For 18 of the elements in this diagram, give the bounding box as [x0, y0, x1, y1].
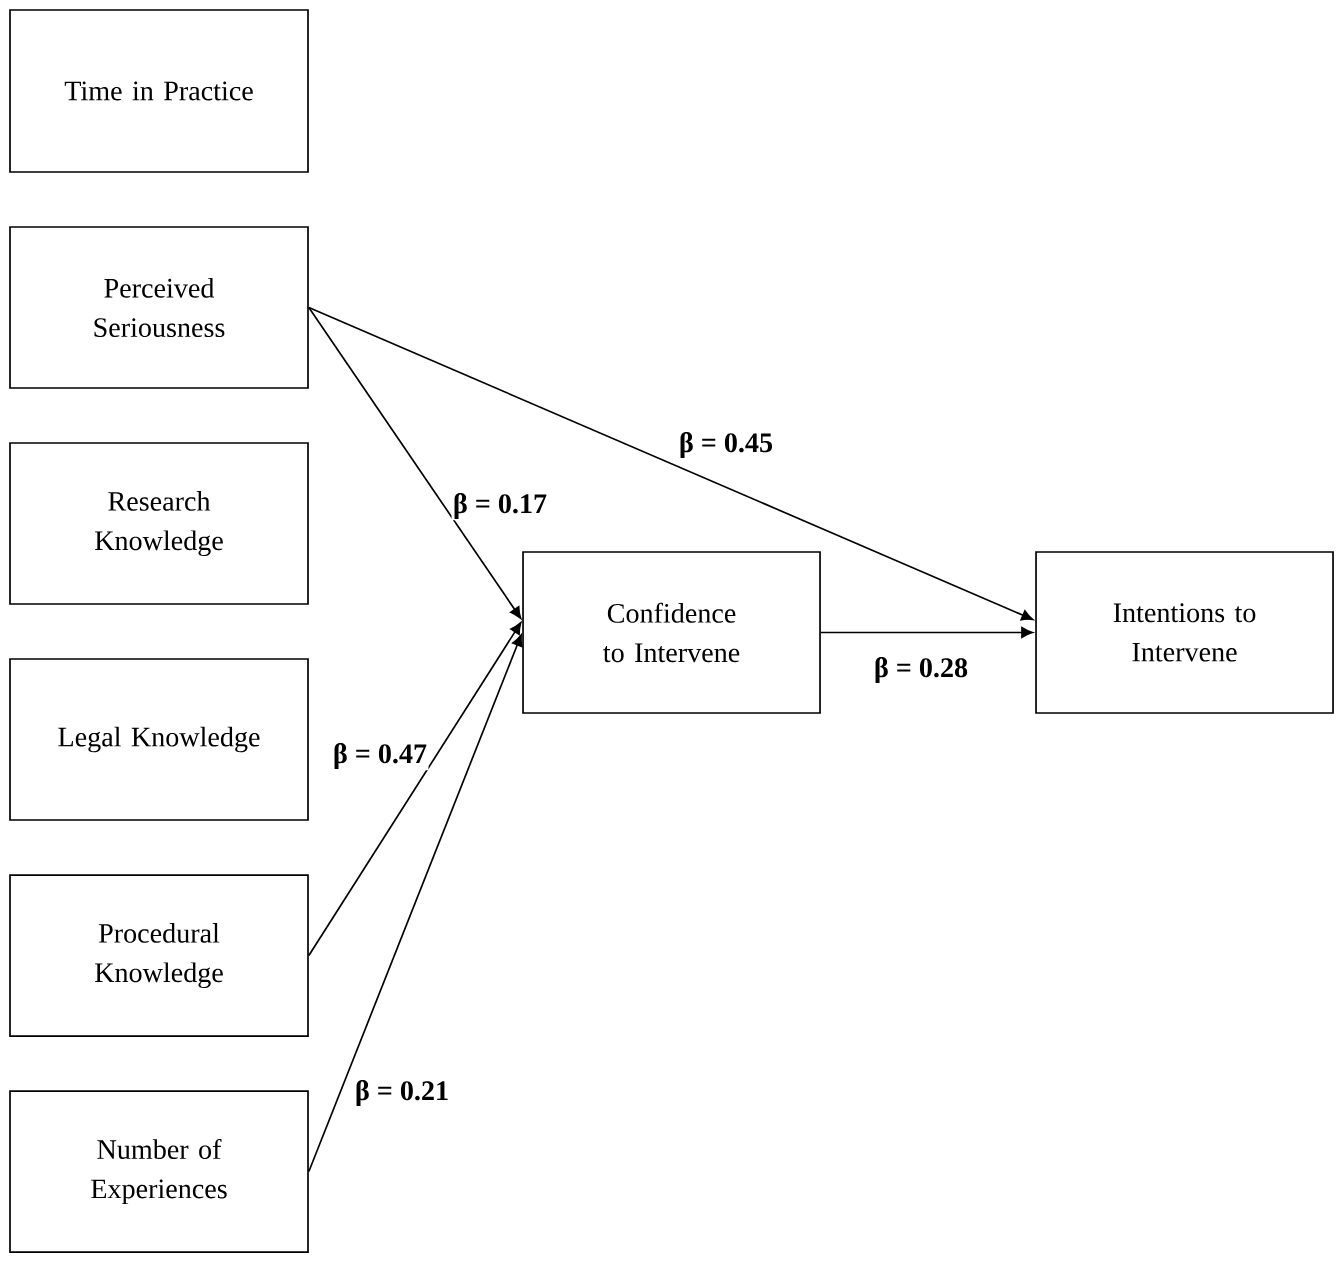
- arrow: [308, 622, 522, 957]
- edge-label: β = 0.21: [353, 1078, 451, 1108]
- variable-box: Confidence to Intervene: [522, 551, 821, 714]
- edge-label: β = 0.28: [872, 655, 970, 685]
- variable-box: Time in Practice: [9, 9, 309, 173]
- arrow: [820, 626, 1034, 639]
- edge-label: β = 0.17: [451, 491, 549, 521]
- variable-box: Legal Knowledge: [9, 658, 309, 821]
- variable-box: Intentions to Intervene: [1035, 551, 1334, 714]
- arrow: [308, 634, 523, 1173]
- edge-label: β = 0.45: [677, 430, 775, 460]
- arrow: [308, 306, 1034, 621]
- edge-label: β = 0.47: [331, 741, 429, 771]
- variable-box: Number of Experiences: [9, 1090, 309, 1253]
- variable-box: Perceived Seriousness: [9, 226, 309, 389]
- variable-box: Procedural Knowledge: [9, 874, 309, 1037]
- arrow: [308, 306, 522, 619]
- variable-box: Research Knowledge: [9, 442, 309, 605]
